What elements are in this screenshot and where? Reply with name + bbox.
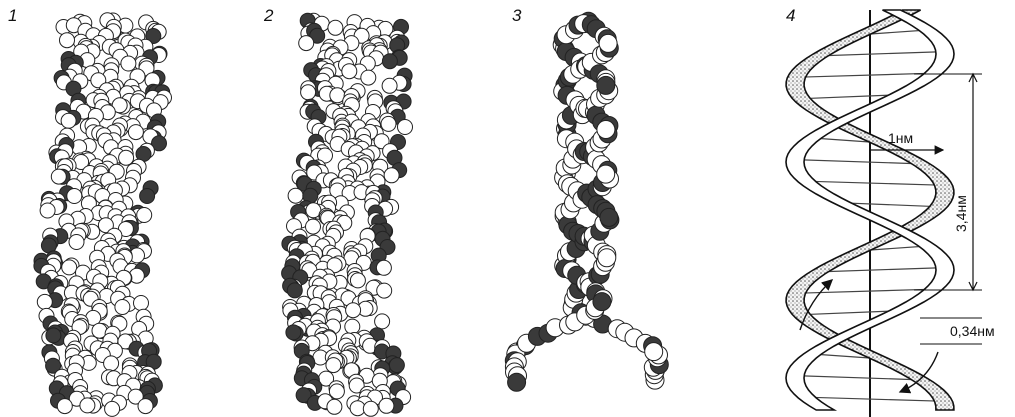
unwinding-strands-model [490,0,720,417]
ribbon-helix-diagram: 1нм 3,4нм 0,34нм [760,0,1015,417]
base-pair-rung [799,73,934,77]
panel-1-space-filling-model: 1 [0,0,200,417]
base-pair-rung [806,181,941,185]
base-pair-rung [799,289,934,293]
base-pair-rung [806,397,941,401]
panel-3-unwinding-strands: 3 [490,0,720,417]
rise-label: 0,34нм [950,323,995,339]
base-pair-rung [795,376,914,380]
pitch-label: 3,4нм [953,195,969,232]
space-filling-model-1 [0,0,200,417]
base-pair-rung [826,52,945,56]
panel-4-ribbon-double-helix: 4 1нм 3,4нм [760,0,1015,417]
panel-2-space-filling-model: 2 [250,0,450,417]
space-filling-model-2 [250,0,450,417]
base-pair-rung [795,160,914,164]
diameter-label: 1нм [888,130,913,146]
base-pair-rung [826,268,945,272]
